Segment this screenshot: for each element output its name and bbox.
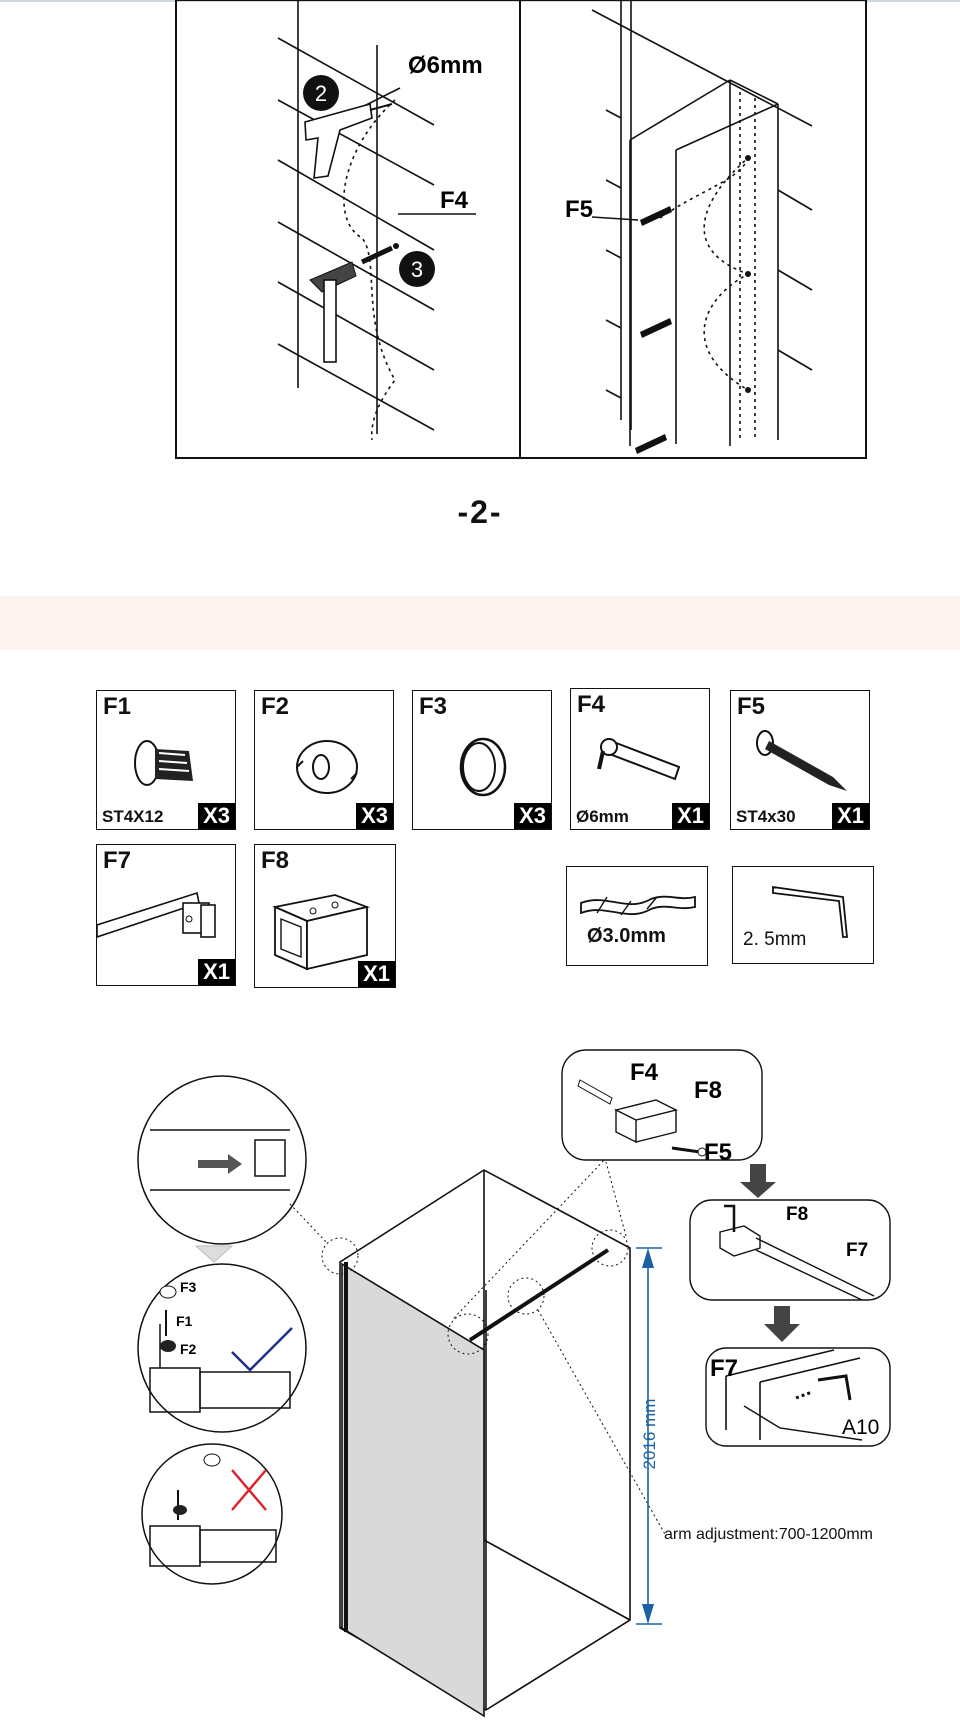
label-f1: F1 [176,1313,193,1329]
correct-check-icon [231,1327,293,1372]
section-divider-band [0,596,960,650]
part-code: F4 [577,691,606,718]
step-2-number: 2 [315,81,327,106]
label-f3: F3 [180,1279,197,1295]
tool-label: 2. 5mm [743,929,807,950]
label-a10: A10 [842,1416,879,1439]
hammer-icon [309,261,357,363]
callout-arm-bracket [689,1199,891,1301]
shower-assembly-diagram: F3 F1 F2 F4 F8 F5 F8 F7 [137,1049,891,1718]
part-f3: F3 X3 [412,690,552,830]
down-arrow-icon [194,1245,234,1263]
detail-circle-correct [137,1263,307,1433]
part-f5: F5 ST4x30 X1 [730,690,870,830]
part-qty: X3 [198,803,235,829]
part-qty: X1 [198,959,235,985]
down-arrow-icon [764,1306,800,1342]
part-f1: F1 ST4X12 X3 [96,690,236,830]
tool-hex-key: 2. 5mm [732,866,874,964]
step-3-badge [399,251,435,287]
label-f2: F2 [180,1341,197,1357]
detail-circle-wrong [141,1443,283,1585]
label-f8: F8 [694,1077,722,1104]
part-code: F1 [103,693,132,720]
part-code: F5 [737,693,766,720]
part-spec: ST4x30 [736,807,796,826]
cap-icon [459,737,507,797]
drill-bit-icon [580,895,696,916]
support-arm-icon [97,891,216,938]
part-qty: X3 [356,803,393,829]
part-code: F7 [103,847,132,874]
part-qty: X1 [832,803,869,829]
anchor-f4-icon [360,243,399,265]
part-qty: X1 [358,961,395,987]
drill-diameter-label: Ø6mm [408,52,483,79]
slide-arrow-icon [198,1154,242,1174]
part-code: F3 [419,693,448,720]
step-2-badge [303,75,339,111]
washer-icon [296,740,358,794]
label-f7-detail: F7 [710,1355,738,1382]
part-code: F2 [261,693,290,720]
down-arrow-icon [740,1164,776,1198]
screw-icon [134,740,193,786]
screw-f5-icons [635,155,751,454]
part-qty: X3 [514,803,551,829]
part-f8: F8 X1 [254,844,396,988]
tool-drill-bit: Ø3.0mm [566,866,708,966]
part-spec: ST4X12 [102,807,164,826]
f3-cap-icon [159,1285,177,1299]
wrong-cross-icon [231,1469,267,1511]
wall-anchor-icon [597,738,681,781]
drill-icon [304,102,393,179]
label-f4: F4 [630,1059,659,1086]
step-3-number: 3 [411,257,423,282]
long-screw-icon [756,730,847,791]
glass-panel [341,1262,485,1718]
page-number: -2- [457,494,503,530]
screw-label: F5 [565,196,593,223]
height-dimension-label: 2016 mm [640,1398,659,1470]
part-f7: F7 X1 [96,844,236,986]
support-arm [468,1248,610,1342]
hex-key-icon [772,885,848,938]
anchor-label: F4 [440,187,469,214]
label-f7: F7 [846,1240,868,1261]
label-f8-detail: F8 [786,1204,808,1225]
wall-drilling-diagram: 2 Ø6mm F4 3 [175,0,867,459]
part-code: F8 [261,847,290,874]
bracket-block-icon [272,894,371,971]
f2-washer-icon [160,1340,176,1352]
part-qty: X1 [672,803,709,829]
part-spec: Ø6mm [576,807,629,826]
label-f5: F5 [704,1139,732,1166]
part-f4: F4 Ø6mm X1 [570,688,710,830]
part-f2: F2 X3 [254,690,394,830]
tool-label: Ø3.0mm [587,925,666,947]
arm-adjustment-note: arm adjustment:700-1200mm [664,1526,873,1543]
